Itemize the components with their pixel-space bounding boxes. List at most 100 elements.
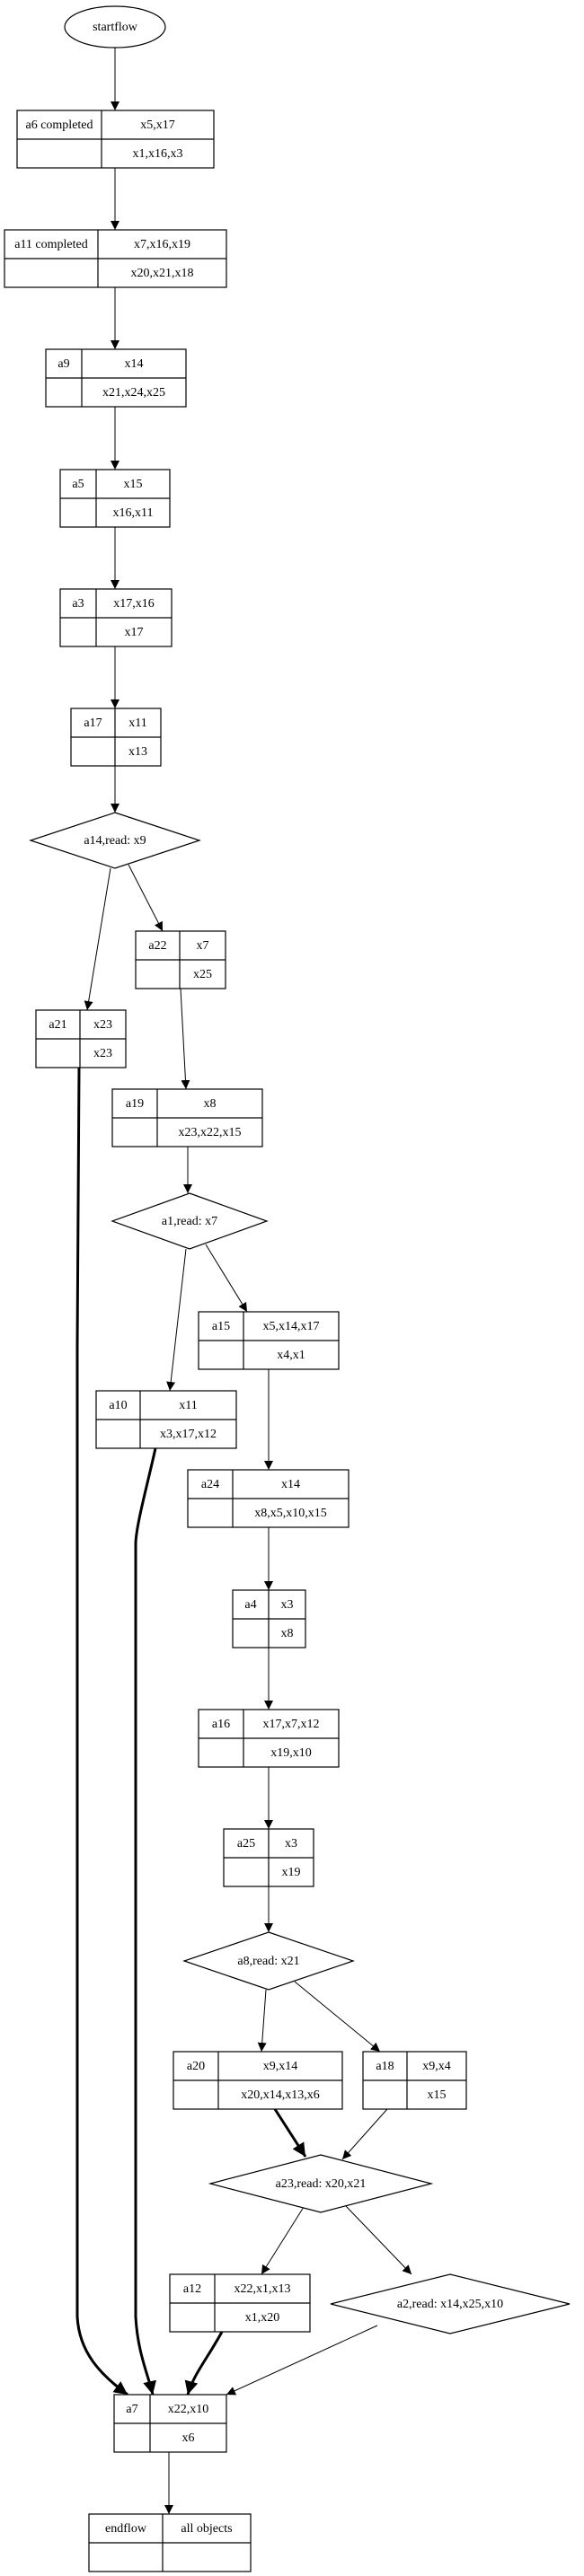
node-writes: x23 bbox=[93, 1047, 112, 1060]
node-a6[interactable]: a6 completed x5,x17 x1,x16,x3 bbox=[16, 110, 215, 169]
edge-a1-to-a10 bbox=[166, 1248, 187, 1392]
node-name: a4 bbox=[244, 1598, 256, 1612]
node-writes: x19,x10 bbox=[270, 1746, 312, 1760]
edge-a23-to-a2 bbox=[345, 2205, 412, 2275]
node-writes: x17 bbox=[125, 626, 144, 639]
node-reads: x11 bbox=[179, 1399, 197, 1412]
node-writes: x1,x20 bbox=[245, 2311, 280, 2325]
diamond-shape bbox=[208, 2154, 434, 2213]
node-name: a19 bbox=[126, 1097, 144, 1111]
node-reads: x8 bbox=[204, 1097, 217, 1111]
node-a25[interactable]: a25 x3 x19 bbox=[223, 1828, 314, 1887]
node-a15[interactable]: a15 x5,x14,x17 x4,x1 bbox=[198, 1311, 340, 1370]
node-reads: x14 bbox=[281, 1478, 300, 1491]
edge-a23-to-a12 bbox=[261, 2206, 305, 2275]
node-writes: x4,x1 bbox=[277, 1349, 305, 1362]
node-a9[interactable]: a9 x14 x21,x24,x25 bbox=[45, 348, 187, 408]
node-writes: x20,x21,x18 bbox=[131, 267, 194, 280]
node-name: a15 bbox=[212, 1320, 230, 1333]
node-writes: x6 bbox=[182, 2431, 195, 2445]
edge-a22-to-a19 bbox=[180, 988, 190, 1090]
node-writes: x1,x16,x3 bbox=[133, 147, 183, 161]
edge-a14-to-a21 bbox=[84, 867, 111, 1011]
edge-a14-to-a22 bbox=[128, 864, 164, 932]
decision-label: a14,read: x9 bbox=[84, 834, 146, 848]
decision-a1[interactable]: a1,read: x7 bbox=[111, 1192, 269, 1250]
node-reads: x9,x4 bbox=[422, 2060, 451, 2073]
node-writes: x16,x11 bbox=[113, 506, 154, 520]
edge-a1-to-a15 bbox=[205, 1244, 248, 1313]
node-reads: x14 bbox=[125, 357, 144, 371]
decision-label: a1,read: x7 bbox=[162, 1215, 217, 1228]
edge-a2-to-a7 bbox=[226, 2325, 378, 2396]
diamond-shape bbox=[330, 2273, 571, 2334]
node-writes: x8,x5,x10,x15 bbox=[254, 1507, 327, 1520]
node-a7[interactable]: a7 x22,x10 x6 bbox=[113, 2394, 227, 2453]
node-name: a24 bbox=[201, 1478, 219, 1491]
node-a24[interactable]: a24 x14 x8,x5,x10,x15 bbox=[187, 1469, 350, 1528]
node-writes: x13 bbox=[128, 745, 147, 759]
node-a19[interactable]: a19 x8 x23,x22,x15 bbox=[111, 1088, 263, 1147]
edge-a8-to-a18 bbox=[294, 1981, 381, 2053]
node-name: a9 bbox=[58, 357, 69, 371]
node-reads: x23 bbox=[93, 1018, 112, 1032]
decision-a2[interactable]: a2,read: x14,x25,x10 bbox=[330, 2273, 571, 2334]
node-writes: x15 bbox=[428, 2088, 447, 2102]
node-reads: x5,x14,x17 bbox=[263, 1320, 320, 1333]
node-reads: x3 bbox=[285, 1837, 297, 1851]
node-writes: x3,x17,x12 bbox=[160, 1428, 217, 1441]
decision-label: a8,read: x21 bbox=[237, 1955, 299, 1968]
node-name: a22 bbox=[148, 939, 166, 953]
start-ellipse bbox=[64, 5, 166, 48]
node-a10[interactable]: a10 x11 x3,x17,x12 bbox=[95, 1390, 237, 1449]
node-reads: x22,x10 bbox=[168, 2403, 209, 2416]
node-reads: x17,x7,x12 bbox=[263, 1718, 320, 1731]
edge-a8-to-a20 bbox=[257, 1989, 267, 2053]
decision-a8[interactable]: a8,read: x21 bbox=[182, 1931, 355, 1991]
node-name: a3 bbox=[72, 597, 84, 611]
node-name: a21 bbox=[49, 1018, 66, 1032]
node-name: a25 bbox=[237, 1837, 255, 1851]
node-reads: x9,x14 bbox=[263, 2060, 298, 2073]
node-reads: x11 bbox=[128, 717, 146, 730]
decision-label: a23,read: x20,x21 bbox=[276, 2177, 367, 2191]
edge-a10-to-a7 bbox=[134, 1447, 157, 2396]
node-writes: x23,x22,x15 bbox=[179, 1126, 242, 1139]
node-writes: x19 bbox=[282, 1866, 301, 1879]
node-name: a10 bbox=[109, 1399, 127, 1412]
start-node[interactable]: startflow bbox=[64, 5, 166, 48]
node-reads: x5,x17 bbox=[140, 119, 175, 132]
node-reads: all objects bbox=[181, 2522, 232, 2536]
edge-a20-to-a23 bbox=[273, 2108, 307, 2158]
node-reads: x7,x16,x19 bbox=[134, 238, 190, 251]
node-name: a7 bbox=[126, 2403, 137, 2416]
decision-a23[interactable]: a23,read: x20,x21 bbox=[208, 2154, 434, 2213]
node-writes: x21,x24,x25 bbox=[102, 386, 165, 400]
node-a21[interactable]: a21 x23 x23 bbox=[35, 1009, 127, 1068]
node-a17[interactable]: a17 x11 x13 bbox=[70, 708, 162, 767]
edge-a12-to-a7 bbox=[184, 2331, 224, 2396]
node-name: a11 completed bbox=[14, 238, 88, 251]
node-reads: x3 bbox=[281, 1598, 294, 1612]
edge-a21-to-a7 bbox=[75, 1067, 128, 2396]
decision-a14[interactable]: a14,read: x9 bbox=[29, 812, 201, 869]
start-label: startflow bbox=[93, 21, 138, 34]
node-name: a5 bbox=[72, 478, 84, 491]
node-name: a17 bbox=[84, 717, 102, 730]
node-name: a12 bbox=[183, 2282, 201, 2296]
diamond-shape bbox=[111, 1192, 269, 1250]
node-reads: x22,x1,x13 bbox=[234, 2282, 291, 2296]
node-name: a20 bbox=[187, 2060, 205, 2073]
node-name: a6 completed bbox=[25, 119, 93, 132]
node-a12[interactable]: a12 x22,x1,x13 x1,x20 bbox=[169, 2273, 311, 2333]
node-a11[interactable]: a11 completed x7,x16,x19 x20,x21,x18 bbox=[4, 229, 227, 288]
